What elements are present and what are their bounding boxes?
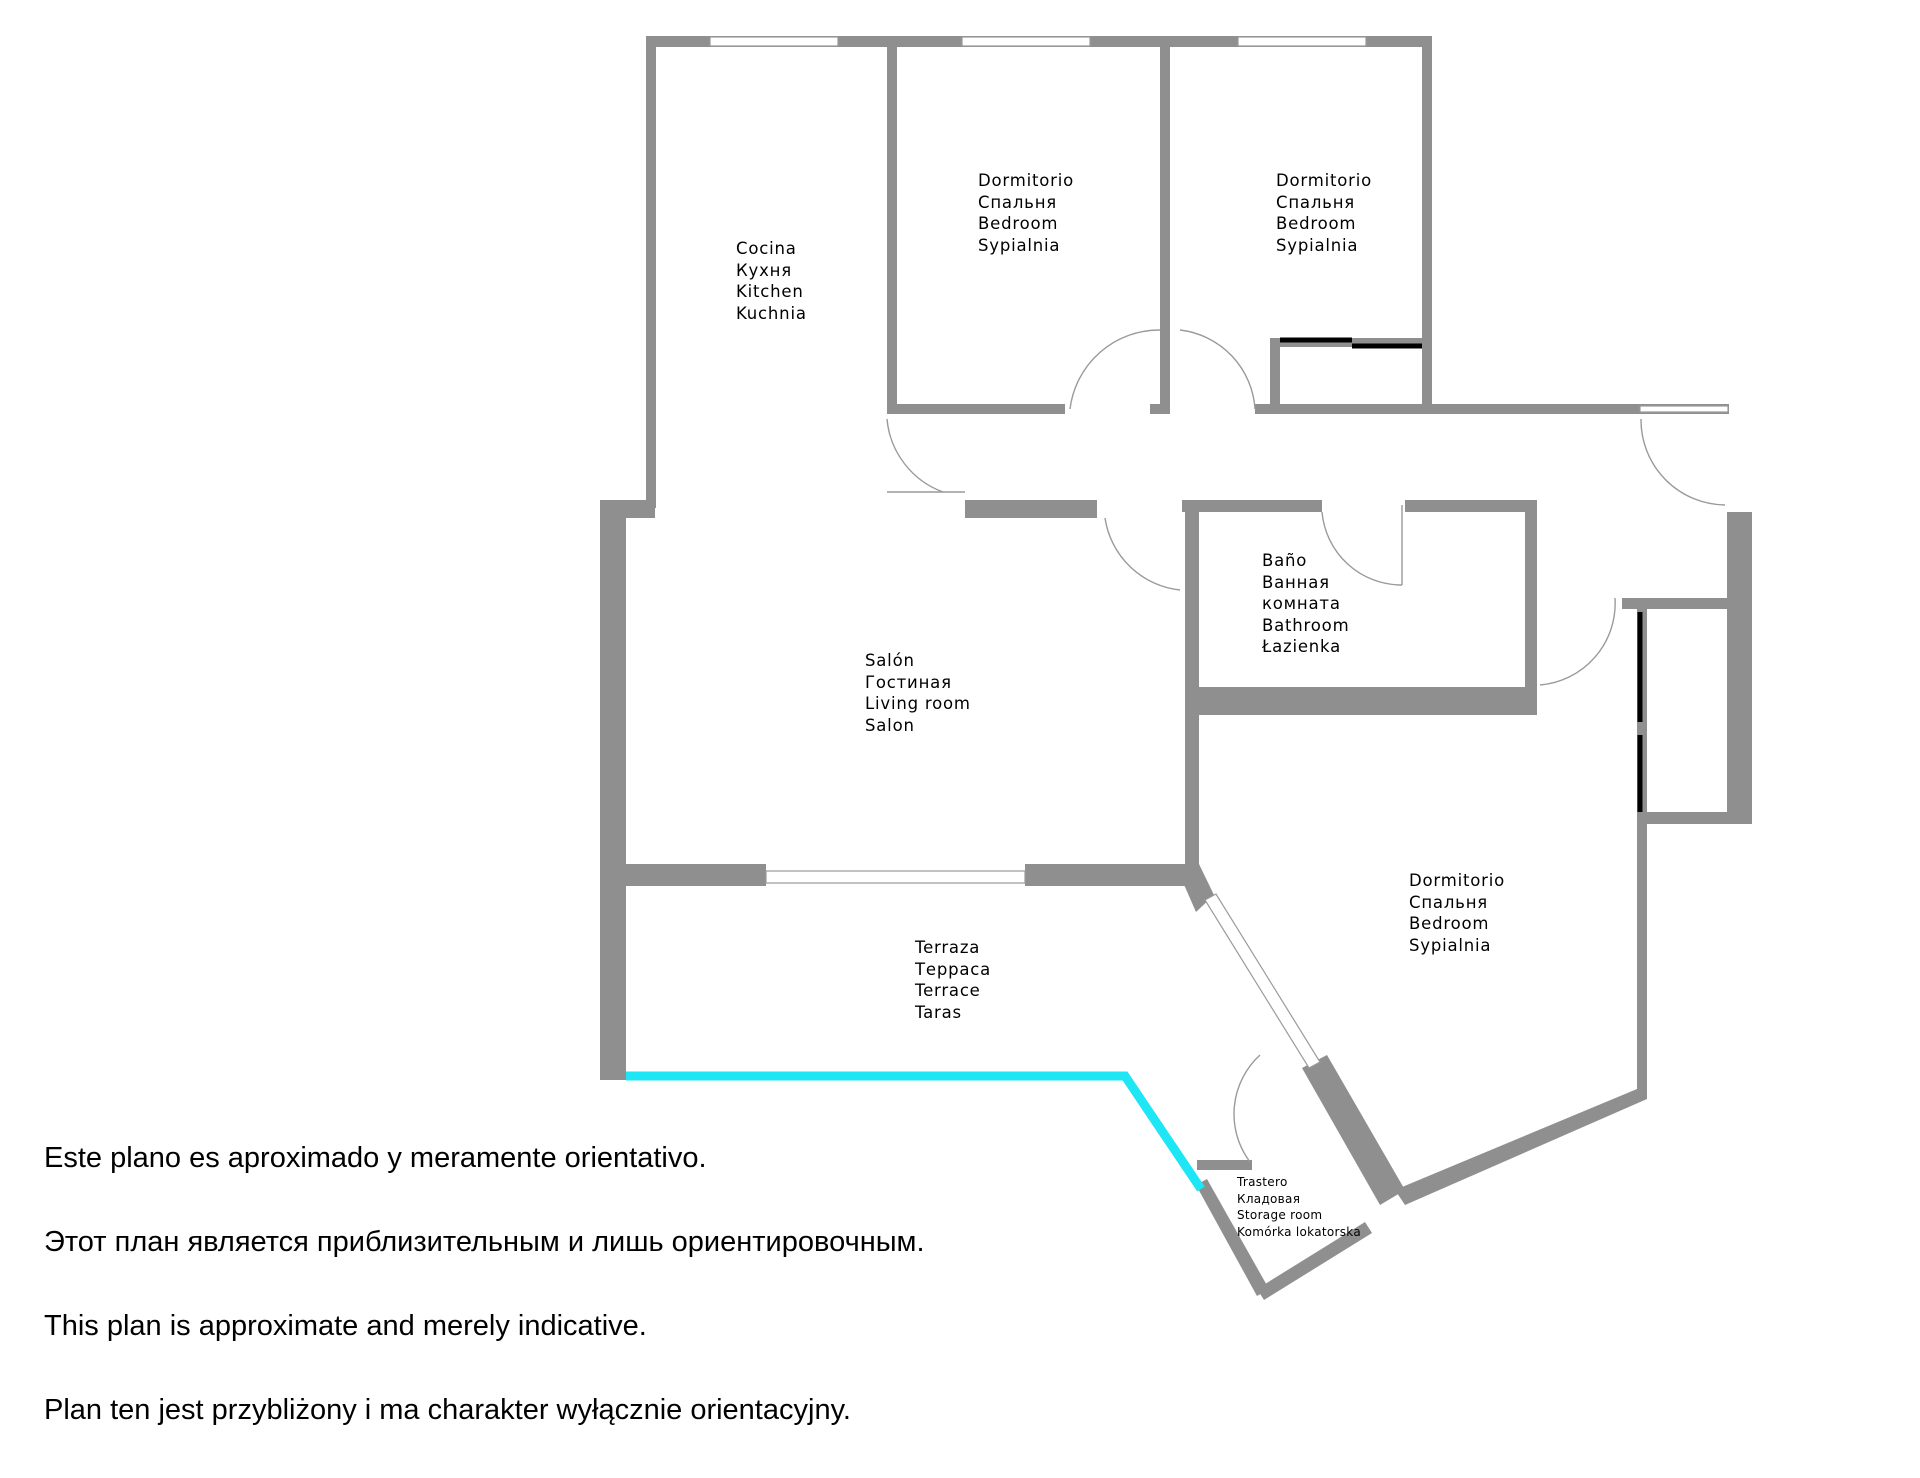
door-bedroom2-arc bbox=[1179, 329, 1256, 410]
window-terrace-door bbox=[765, 870, 1026, 884]
terrace-railing-highlight bbox=[626, 1071, 1205, 1192]
wall-storage-bottom bbox=[1257, 1222, 1372, 1300]
room-label-line: Гостиная bbox=[865, 672, 952, 692]
wall-diagonal-upper bbox=[1175, 864, 1214, 912]
note-polish: Plan ten jest przybliżony i ma charakter… bbox=[44, 1394, 851, 1426]
windows bbox=[709, 36, 1729, 1069]
room-label-line: Ванная bbox=[1262, 572, 1330, 592]
room-label-line: Sypialnia bbox=[1276, 235, 1359, 255]
wall-bath-top-a bbox=[1182, 500, 1322, 512]
wall-living-left bbox=[600, 500, 626, 1080]
room-label-line: Terrace bbox=[915, 981, 981, 1000]
wall-bedroom1-bottom-a bbox=[887, 404, 1065, 414]
wall-living-top-b bbox=[965, 500, 1097, 518]
room-label-line: Dormitorio bbox=[1409, 871, 1505, 890]
wall-kitchen-left bbox=[646, 36, 656, 508]
room-label-line: Kuchnia bbox=[736, 303, 807, 323]
note-spanish: Este plano es aproximado y meramente ori… bbox=[44, 1142, 707, 1174]
wall-closet-left bbox=[1270, 338, 1280, 414]
room-label-line: Bathroom bbox=[1262, 615, 1350, 635]
room-label-line: Bedroom bbox=[1276, 214, 1357, 233]
room-label-line: Living room bbox=[865, 694, 971, 713]
window-corridor bbox=[1639, 405, 1729, 413]
room-label-line: Cocina bbox=[736, 239, 797, 258]
room-label-line: Sypialnia bbox=[978, 235, 1061, 255]
wall-bedroom1-bottom-b bbox=[1150, 404, 1162, 414]
wall-bedroom2-right bbox=[1422, 36, 1432, 414]
wall-right-outer bbox=[1727, 512, 1752, 824]
room-label-line: Salón bbox=[865, 651, 915, 670]
door-bedroom1-arc bbox=[1069, 329, 1161, 410]
room-label-line: Sypialnia bbox=[1409, 935, 1492, 955]
door-kitchen-arc bbox=[886, 418, 944, 493]
room-label-line: Спальня bbox=[1276, 192, 1356, 212]
room-label-line: Trastero bbox=[1237, 1175, 1288, 1189]
room-label-line: Komórka lokatorska bbox=[1237, 1224, 1361, 1239]
window-bedroom1 bbox=[961, 36, 1091, 47]
wall-terrace-top-b bbox=[1025, 864, 1199, 886]
room-label-line: Baño bbox=[1262, 551, 1308, 570]
wall-kitchen-bedroom bbox=[887, 36, 897, 414]
wall-bath-right bbox=[1525, 500, 1537, 715]
doors bbox=[886, 329, 1726, 1163]
wall-bedroom3-right bbox=[1637, 609, 1647, 1099]
room-label-line: Кладовая bbox=[1237, 1191, 1301, 1206]
room-label-line: Терраса bbox=[915, 959, 992, 979]
walls bbox=[600, 36, 1752, 1300]
wall-corridor-top bbox=[1255, 404, 1729, 414]
wall-balcony-bottom bbox=[1637, 812, 1747, 824]
wall-storage-left bbox=[1196, 1179, 1269, 1296]
room-label-line: Bedroom bbox=[1409, 914, 1490, 933]
note-english: This plan is approximate and merely indi… bbox=[44, 1310, 647, 1342]
room-label-line: Спальня bbox=[978, 192, 1058, 212]
door-bath-arc bbox=[1321, 511, 1403, 586]
room-label-line: Кухня bbox=[736, 260, 792, 280]
room-label-line: Dormitorio bbox=[978, 171, 1074, 190]
window-bedroom2 bbox=[1237, 36, 1367, 47]
room-label-line: Storage room bbox=[1237, 1208, 1323, 1222]
wall-bath-top-b bbox=[1405, 500, 1535, 512]
room-label-line: Terraza bbox=[915, 938, 981, 957]
wall-balcony-top bbox=[1622, 598, 1732, 609]
window-kitchen bbox=[709, 36, 839, 47]
disclaimer-notes: Este plano es aproximado y meramente ori… bbox=[44, 1142, 925, 1478]
wall-diagonal-lower bbox=[1302, 1055, 1405, 1205]
wall-bedroom-divider bbox=[1160, 36, 1170, 414]
black-lines bbox=[1280, 337, 1643, 812]
room-label-line: Taras bbox=[915, 1002, 962, 1022]
wall-terrace-top-a bbox=[600, 864, 766, 886]
room-label-line: Salon bbox=[865, 715, 915, 735]
room-label-line: Kitchen bbox=[736, 282, 804, 301]
wall-bath-bottom bbox=[1185, 687, 1537, 715]
wall-storage-top bbox=[1197, 1160, 1252, 1170]
note-russian: Этот план является приблизительным и лиш… bbox=[44, 1226, 925, 1258]
room-label-line: Łazienka bbox=[1262, 637, 1342, 656]
door-storage-arc bbox=[1233, 1054, 1261, 1163]
wall-bedroom3-bottom bbox=[1395, 1089, 1647, 1205]
room-label-line: Dormitorio bbox=[1276, 171, 1372, 190]
window-diagonal bbox=[1204, 893, 1321, 1069]
door-bedroom3-arc bbox=[1539, 597, 1616, 686]
room-label-line: Спальня bbox=[1409, 892, 1489, 912]
door-living-arc bbox=[1104, 517, 1181, 591]
door-corridor-arc bbox=[1640, 418, 1726, 506]
room-label-line: комната bbox=[1262, 594, 1341, 613]
room-label-line: Bedroom bbox=[978, 214, 1059, 233]
